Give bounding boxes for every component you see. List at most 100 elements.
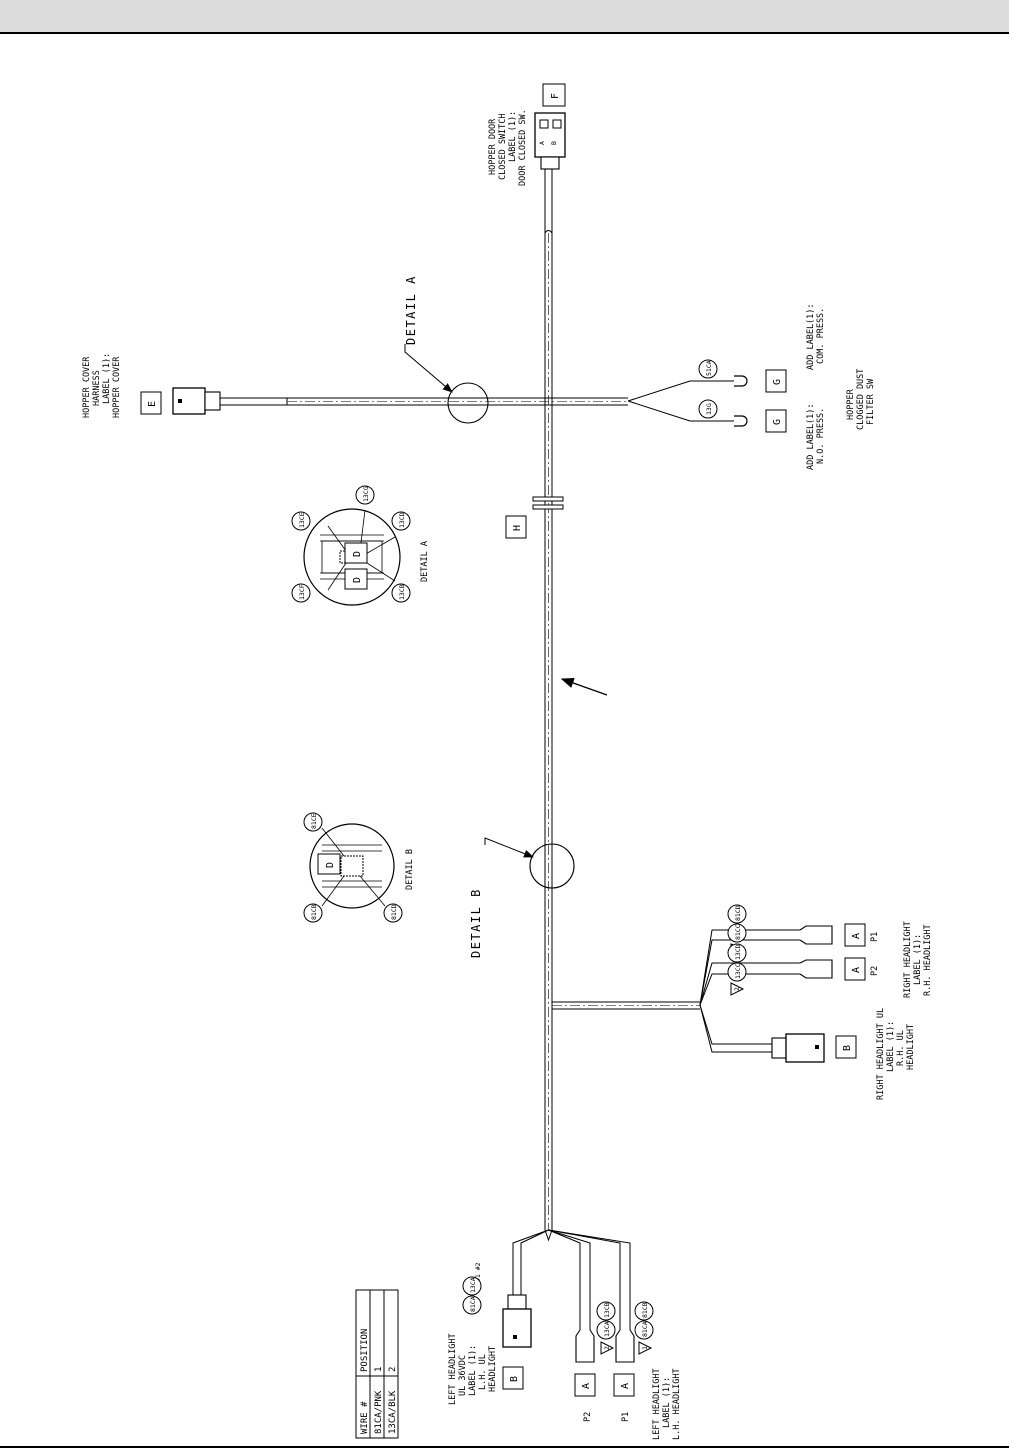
tri-marker-l2 xyxy=(600,1341,615,1355)
left-plug-p2 xyxy=(575,1329,595,1363)
pin-label-a: A xyxy=(538,141,546,145)
left-headlight-branch xyxy=(512,1229,631,1330)
detail-a-circle xyxy=(447,382,489,424)
svg-text:COM. PRESS.: COM. PRESS. xyxy=(816,308,826,364)
table-cell-wire-2: 13CA/BLK xyxy=(388,1390,398,1434)
wire-13cd-r: 13CD xyxy=(734,944,742,960)
box-h xyxy=(505,515,527,539)
box-a-p2 xyxy=(844,957,866,981)
bubble-81cb-lp1 xyxy=(634,1301,654,1321)
table-cell-pos-1: 1 xyxy=(374,1367,384,1372)
wire-81cd: 81CD xyxy=(390,904,398,920)
svg-text:CLOGGED DUST: CLOGGED DUST xyxy=(856,369,866,430)
hopper-door-connector xyxy=(534,112,566,233)
pin-label-b: B xyxy=(550,141,558,145)
wire-13cd: 13CD xyxy=(398,512,406,528)
bubble-13ca-lp2 xyxy=(596,1320,616,1340)
svg-text:ADD LABEL(1):: ADD LABEL(1): xyxy=(806,303,816,370)
wire-81ca-ul: 81CA xyxy=(469,1296,477,1312)
table-header-position: POSITION xyxy=(360,1329,370,1372)
right-headlight-ul-label: RIGHT HEADLIGHT UL LABEL (1): R.H. UL HE… xyxy=(876,1008,916,1100)
svg-text:HEADLIGHT: HEADLIGHT xyxy=(906,1024,916,1070)
box-a-left-p2-label: A xyxy=(581,1383,592,1389)
tri-marker-r2 xyxy=(730,982,745,996)
box-d-a-label: D xyxy=(352,577,363,583)
box-e xyxy=(140,391,162,415)
plug-p2-right: P2 xyxy=(870,966,880,976)
wire-13ca-lp2: 13CA xyxy=(603,1321,611,1337)
box-g-com xyxy=(765,369,787,393)
wire-81cc-r: 81CC xyxy=(734,924,742,940)
wire-13ce: 13CE xyxy=(298,512,306,528)
detail-a-leader xyxy=(404,344,453,393)
svg-text:ADD LABEL(1):: ADD LABEL(1): xyxy=(806,403,816,470)
svg-text:LABEL (1):: LABEL (1): xyxy=(886,1021,896,1072)
svg-text:R.H. UL: R.H. UL xyxy=(896,1030,906,1066)
box-b-left xyxy=(502,1366,524,1390)
ring-terminal-com xyxy=(734,375,748,387)
bubble-81ca-lp1 xyxy=(634,1320,654,1340)
svg-text:LABEL (1):: LABEL (1): xyxy=(662,1377,672,1428)
wire-13cc-r: 13CC xyxy=(734,963,742,979)
tri-marker-l1-num: 1 xyxy=(641,1346,649,1350)
wire-13g: 13G xyxy=(705,403,713,415)
ring-terminal-no xyxy=(734,415,748,427)
detail-b-title: DETAIL B xyxy=(405,849,415,890)
hopper-cover-label: HOPPER COVER HARNESS LABEL (1): HOPPER C… xyxy=(82,353,122,418)
wire-position-table xyxy=(355,1289,399,1439)
box-a-left-p2 xyxy=(574,1373,596,1397)
svg-text:RIGHT HEADLIGHT UL: RIGHT HEADLIGHT UL xyxy=(876,1008,886,1100)
plug-p1-left: P1 xyxy=(621,1412,631,1422)
tri-marker-l2-num: 2 xyxy=(603,1346,611,1350)
left-plug-p1 xyxy=(615,1329,635,1363)
svg-text:RIGHT HEADLIGHT: RIGHT HEADLIGHT xyxy=(903,921,913,998)
svg-text:LABEL (1):: LABEL (1): xyxy=(468,1345,478,1396)
box-d-a xyxy=(344,568,368,590)
detail-b-circle xyxy=(529,843,575,889)
bubble-51ca xyxy=(698,359,718,379)
wire-13cg: 13CG xyxy=(362,486,370,502)
left-ul-connector xyxy=(502,1294,532,1348)
box-a-p1 xyxy=(844,923,866,947)
bubble-81ca-ul xyxy=(462,1295,482,1315)
plug-p1-right: P1 xyxy=(870,932,880,942)
wire-81cb-lp1: 81CB xyxy=(641,1302,649,1318)
svg-text:LABEL (1):: LABEL (1): xyxy=(102,353,112,404)
wire-81cb: 81CB xyxy=(310,904,318,920)
table-header-wire: WIRE # xyxy=(360,1401,370,1434)
right-plug-p2 xyxy=(799,959,833,979)
tri-marker-r2-num: 2 xyxy=(733,987,741,991)
svg-text:HOPPER COVER: HOPPER COVER xyxy=(82,356,92,418)
add-label-no: ADD LABEL(1): N.O. PRESS. xyxy=(806,403,826,470)
box-d-b-label: D xyxy=(325,862,336,868)
bubble-13ca-ul xyxy=(462,1276,482,1296)
tri-marker-l1 xyxy=(638,1341,653,1355)
box-f-label: F xyxy=(550,93,561,99)
svg-text:HOPPER COVER: HOPPER COVER xyxy=(112,356,122,418)
svg-text:HARNESS: HARNESS xyxy=(92,370,102,406)
wire-13cb: 13CB xyxy=(398,584,406,600)
box-g-no-label: G xyxy=(772,419,783,425)
wire-81cd-r: 81CD xyxy=(734,905,742,921)
detail-b-leader xyxy=(484,837,534,858)
svg-text:L.H. UL: L.H. UL xyxy=(478,1354,488,1390)
bubble-13cd-right-final xyxy=(727,943,747,963)
box-h-label: H xyxy=(512,525,523,531)
box-f xyxy=(542,83,566,107)
bubble-13g xyxy=(698,399,718,419)
header-bar xyxy=(0,0,1009,34)
box-d-a2-label: D xyxy=(352,551,363,557)
clogged-filter-label: HOPPER CLOGGED DUST FILTER SW xyxy=(846,369,876,430)
main-harness-trunk xyxy=(544,230,553,1230)
hopper-cover-connector xyxy=(172,387,221,415)
svg-text:HOPPER: HOPPER xyxy=(846,388,856,420)
box-d-a2 xyxy=(344,542,368,564)
table-cell-wire-1: 81CA/PNK xyxy=(374,1390,384,1434)
bubble-13cc-right-final xyxy=(727,962,747,982)
left-headlight-ul-label: LEFT HEADLIGHT UL 36VDC LABEL (1): L.H. … xyxy=(448,1333,498,1405)
hopper-door-label: HOPPER DOOR CLOSED SWITCH LABEL (1): DOO… xyxy=(488,109,528,186)
right-headlight-label: RIGHT HEADLIGHT LABEL (1): R.H. HEADLIGH… xyxy=(903,921,933,998)
svg-text:HEADLIGHT: HEADLIGHT xyxy=(488,1346,498,1392)
